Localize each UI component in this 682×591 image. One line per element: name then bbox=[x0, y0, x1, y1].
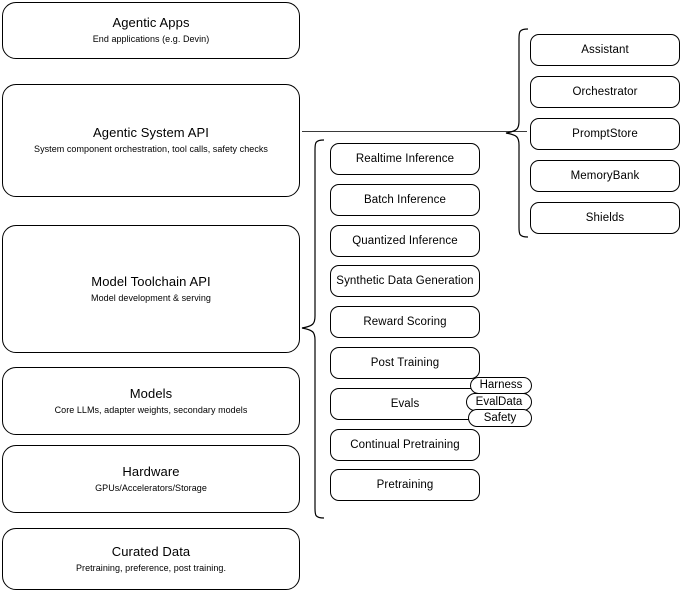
toolchain-item-pretraining[interactable]: Pretraining bbox=[330, 469, 480, 501]
layer-title: Curated Data bbox=[111, 543, 191, 559]
toolchain-item-evals[interactable]: Evals bbox=[330, 388, 480, 420]
layer-box-model-toolchain-api[interactable]: Model Toolchain API Model development & … bbox=[2, 225, 300, 353]
layer-subtitle: Core LLMs, adapter weights, secondary mo… bbox=[54, 404, 248, 415]
toolchain-item-label: Reward Scoring bbox=[363, 316, 447, 328]
layer-subtitle: GPUs/Accelerators/Storage bbox=[95, 482, 207, 493]
toolchain-item-post-training[interactable]: Post Training bbox=[330, 347, 480, 379]
toolchain-item-label: Continual Pretraining bbox=[350, 439, 460, 451]
toolchain-item-realtime-inference[interactable]: Realtime Inference bbox=[330, 143, 480, 175]
layer-box-hardware[interactable]: Hardware GPUs/Accelerators/Storage bbox=[2, 445, 300, 513]
agentic-component-memorybank[interactable]: MemoryBank bbox=[530, 160, 680, 192]
brace-model-toolchain bbox=[301, 139, 325, 519]
toolchain-item-label: Realtime Inference bbox=[355, 153, 455, 165]
agentic-component-promptstore[interactable]: PromptStore bbox=[530, 118, 680, 150]
layer-box-curated-data[interactable]: Curated Data Pretraining, preference, po… bbox=[2, 528, 300, 590]
layer-subtitle: Pretraining, preference, post training. bbox=[75, 562, 227, 573]
agentic-component-label: Shields bbox=[585, 212, 625, 224]
layer-title: Agentic System API bbox=[93, 125, 209, 140]
layer-box-agentic-system-api[interactable]: Agentic System API System component orch… bbox=[2, 84, 300, 197]
eval-pill-label: Safety bbox=[483, 411, 517, 424]
toolchain-item-label: Post Training bbox=[370, 357, 440, 369]
eval-pill-label: EvalData bbox=[475, 395, 523, 408]
eval-pill-harness[interactable]: Harness bbox=[470, 377, 532, 394]
agentic-component-shields[interactable]: Shields bbox=[530, 202, 680, 234]
layer-box-agentic-apps[interactable]: Agentic Apps End applications (e.g. Devi… bbox=[2, 2, 300, 59]
agentic-component-label: Assistant bbox=[581, 44, 629, 56]
layer-title: Model Toolchain API bbox=[91, 273, 211, 289]
layer-subtitle: Model development & serving bbox=[91, 292, 211, 303]
layer-box-models[interactable]: Models Core LLMs, adapter weights, secon… bbox=[2, 367, 300, 435]
agentic-component-label: MemoryBank bbox=[570, 170, 640, 182]
agentic-component-orchestrator[interactable]: Orchestrator bbox=[530, 76, 680, 108]
toolchain-item-label: Pretraining bbox=[376, 479, 434, 491]
layer-title: Models bbox=[129, 385, 173, 401]
toolchain-item-quantized-inference[interactable]: Quantized Inference bbox=[330, 225, 480, 257]
agentic-component-label: Orchestrator bbox=[572, 86, 638, 98]
layer-subtitle: End applications (e.g. Devin) bbox=[92, 34, 210, 44]
toolchain-item-continual-pretraining[interactable]: Continual Pretraining bbox=[330, 429, 480, 461]
toolchain-item-label: Batch Inference bbox=[363, 194, 447, 206]
toolchain-item-label: Synthetic Data Generation bbox=[336, 275, 474, 287]
layer-subtitle: System component orchestration, tool cal… bbox=[34, 144, 268, 154]
connector-system-api-to-agentic-components bbox=[302, 131, 527, 132]
eval-pill-label: Harness bbox=[479, 379, 523, 391]
eval-pill-safety[interactable]: Safety bbox=[468, 409, 532, 427]
agentic-component-assistant[interactable]: Assistant bbox=[530, 34, 680, 66]
layer-title: Agentic Apps bbox=[112, 15, 190, 30]
toolchain-item-label: Quantized Inference bbox=[352, 235, 458, 247]
brace-agentic-components bbox=[505, 28, 529, 238]
agentic-component-label: PromptStore bbox=[572, 128, 638, 140]
toolchain-item-reward-scoring[interactable]: Reward Scoring bbox=[330, 306, 480, 338]
toolchain-item-synthetic-data-generation[interactable]: Synthetic Data Generation bbox=[330, 265, 480, 297]
toolchain-item-batch-inference[interactable]: Batch Inference bbox=[330, 184, 480, 216]
layer-title: Hardware bbox=[122, 463, 180, 479]
toolchain-item-label: Evals bbox=[390, 398, 420, 410]
